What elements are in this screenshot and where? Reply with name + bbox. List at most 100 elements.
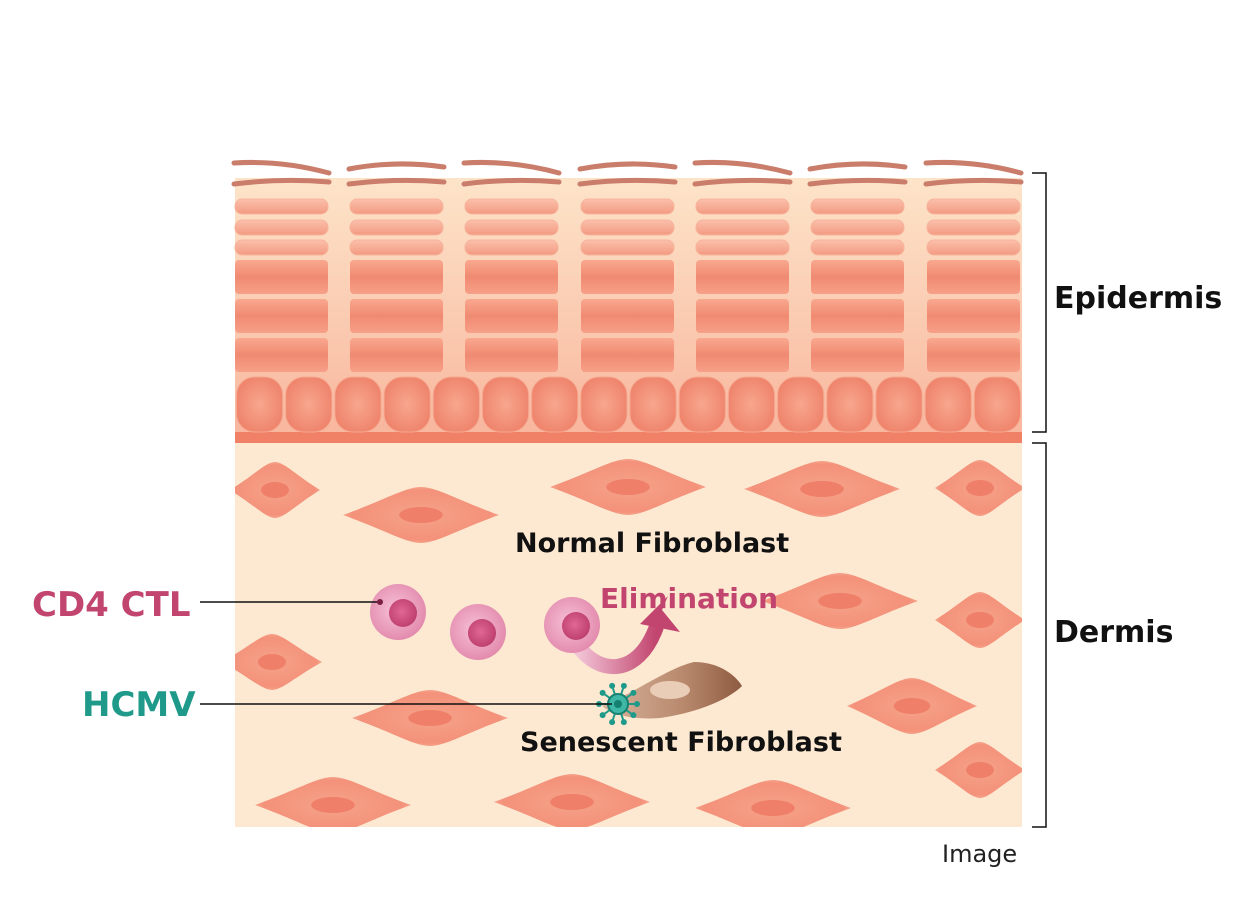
epidermis-column	[461, 159, 562, 372]
fibroblast-nucleus	[399, 507, 443, 523]
normal-fibroblast-cell	[762, 573, 918, 629]
basal-cell	[678, 376, 726, 433]
granular-cell	[580, 198, 675, 215]
granular-cell	[926, 219, 1021, 236]
corneocyte-flake	[346, 177, 447, 187]
epidermis-column	[692, 159, 793, 372]
corneocyte-flake	[692, 177, 793, 187]
t-cell-icon	[370, 584, 426, 640]
spinous-cell	[350, 299, 443, 333]
granular-cell	[695, 239, 790, 256]
basal-cell	[285, 376, 333, 433]
granular-cell	[810, 198, 905, 215]
spinous-cell	[581, 299, 674, 333]
normal-fibroblast-cell	[343, 487, 499, 543]
senescent-fibroblast-label: Senescent Fibroblast	[520, 727, 842, 758]
normal-fibroblast-cell	[935, 592, 1022, 648]
epidermis-column	[577, 161, 678, 372]
fibroblast-nucleus	[550, 794, 594, 810]
corneocyte-flake	[692, 159, 793, 176]
granular-cell	[234, 239, 329, 256]
epidermis-column	[346, 161, 447, 372]
corneocyte-flake	[807, 177, 908, 187]
normal-fibroblast-cell	[847, 678, 977, 734]
curved-arrow-icon	[570, 596, 680, 675]
corneocyte-flake	[231, 159, 332, 176]
granular-cell	[349, 239, 444, 256]
fibroblast-nucleus	[258, 654, 286, 670]
spinous-cell	[350, 260, 443, 294]
fibroblast-nucleus	[966, 762, 994, 778]
granular-cell	[464, 239, 559, 256]
granular-cell	[234, 219, 329, 236]
cd4-ctl-label: CD4 CTL	[32, 585, 191, 625]
granular-cell	[695, 198, 790, 215]
granular-cell	[464, 219, 559, 236]
fibroblast-nucleus	[893, 698, 931, 714]
spinous-cell	[811, 299, 904, 333]
fibroblast-nucleus	[606, 479, 650, 495]
epidermis-bracket	[1032, 172, 1047, 433]
normal-fibroblast-label: Normal Fibroblast	[515, 528, 790, 559]
corneocyte-flake	[807, 161, 908, 172]
granular-cell	[580, 219, 675, 236]
basal-cell	[334, 376, 382, 433]
normal-fibroblast-cell	[550, 459, 706, 515]
fibroblast-nucleus	[966, 480, 994, 496]
corneocyte-flake	[577, 161, 678, 172]
granular-cell	[810, 239, 905, 256]
basal-cell	[383, 376, 431, 433]
granular-cell	[349, 219, 444, 236]
normal-fibroblast-cell	[935, 460, 1022, 516]
fibroblast-nucleus	[311, 797, 355, 813]
fibroblast-nucleus	[966, 612, 994, 628]
image-caption: Image	[942, 840, 1018, 868]
basal-cell	[826, 376, 874, 433]
fibroblast-nucleus	[751, 800, 795, 816]
spinous-cell	[235, 260, 328, 294]
basal-cell	[875, 376, 923, 433]
normal-fibroblast-cell	[255, 777, 411, 827]
spinous-cell	[811, 260, 904, 294]
corneocyte-flake	[923, 159, 1024, 176]
normal-fibroblast-cell	[744, 461, 900, 517]
basal-cell	[432, 376, 480, 433]
spinous-cell	[927, 338, 1020, 372]
spinous-cell	[927, 299, 1020, 333]
dermis-label: Dermis	[1054, 615, 1174, 650]
dermis-bracket	[1032, 442, 1047, 828]
epidermis-column	[807, 161, 908, 372]
granular-cell	[349, 198, 444, 215]
basal-cell	[924, 376, 972, 433]
hcmv-label: HCMV	[82, 685, 196, 725]
spinous-cell	[465, 338, 558, 372]
fibroblast-nucleus	[261, 482, 289, 498]
corneocyte-flake	[346, 161, 447, 172]
normal-fibroblast-cell	[235, 462, 320, 518]
fibroblast-nucleus	[818, 593, 862, 609]
basal-cell	[973, 376, 1021, 433]
corneocyte-flake	[231, 177, 332, 187]
epidermis-cell-columns	[231, 159, 1024, 372]
granular-cell	[926, 239, 1021, 256]
spinous-cell	[235, 299, 328, 333]
normal-fibroblast-cell	[695, 780, 851, 827]
elimination-label: Elimination	[600, 582, 779, 615]
basal-cell-row	[236, 376, 1021, 433]
basal-cell	[236, 376, 284, 433]
spinous-cell	[811, 338, 904, 372]
basement-membrane	[235, 432, 1022, 443]
granular-cell	[580, 239, 675, 256]
corneocyte-flake	[577, 177, 678, 187]
epidermis-column	[231, 159, 332, 372]
basal-cell	[481, 376, 530, 433]
granular-cell	[926, 198, 1021, 215]
spinous-cell	[465, 299, 558, 333]
cd4-ctl-callout-dot	[377, 599, 383, 605]
basal-cell	[777, 376, 825, 433]
granular-cell	[464, 198, 559, 215]
epidermis-label: Epidermis	[1054, 281, 1223, 316]
spinous-cell	[235, 338, 328, 372]
